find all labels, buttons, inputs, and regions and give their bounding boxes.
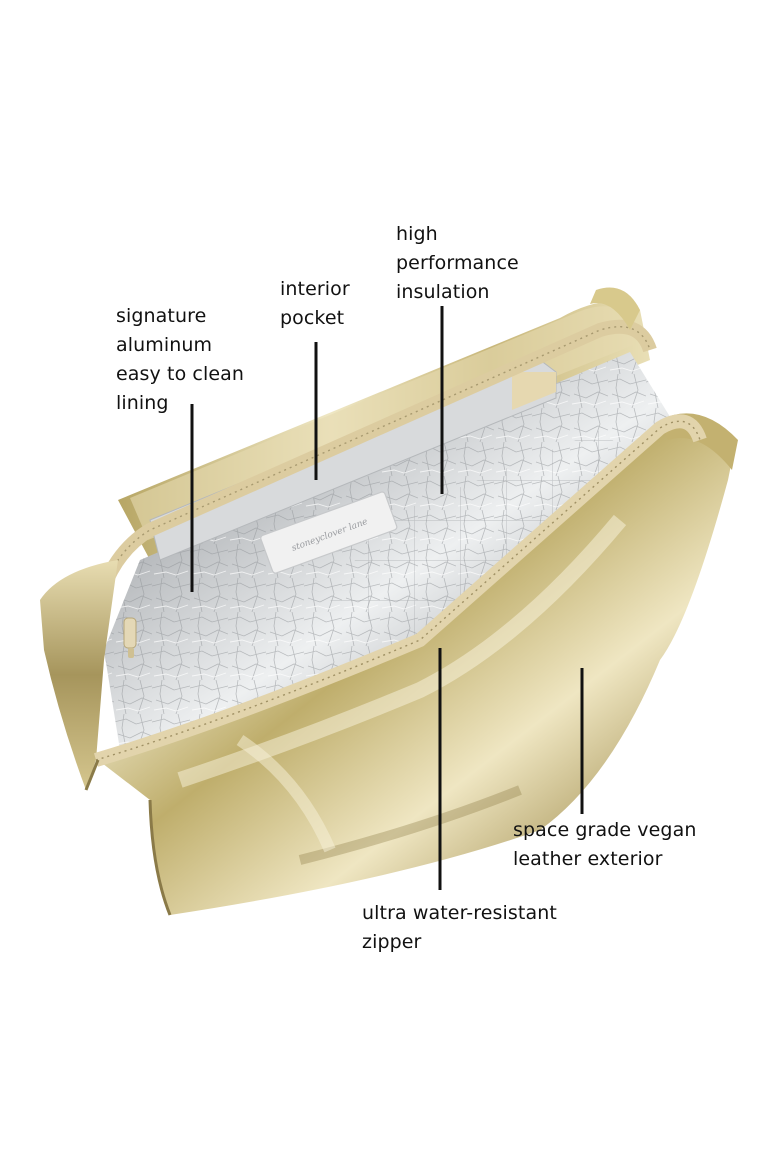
callout-label-pocket: interior pocket	[280, 275, 350, 333]
zipper-pull-icon	[123, 617, 137, 658]
callout-lining-line-3: easy to clean	[116, 363, 245, 385]
callout-insulation-line-3: insulation	[396, 281, 490, 303]
callout-lining-line-1: signature	[116, 305, 207, 327]
callout-exterior-line-2: leather exterior	[513, 848, 663, 870]
callout-pocket-line-2: pocket	[280, 307, 345, 329]
callout-label-insulation: high performance insulation	[396, 220, 519, 307]
callout-zipper-line-1: ultra water-resistant	[362, 902, 557, 924]
callout-exterior-line-1: space grade vegan	[513, 819, 697, 841]
bag-left-end	[40, 560, 118, 790]
callout-lining-line-2: aluminum	[116, 334, 213, 356]
callout-label-exterior: space grade vegan leather exterior	[513, 816, 696, 874]
callout-insulation-line-2: performance	[396, 252, 519, 274]
bag-front-panel	[98, 421, 735, 915]
callout-zipper-line-2: zipper	[362, 931, 422, 953]
callout-label-zipper: ultra water-resistant zipper	[362, 899, 557, 957]
callout-label-lining: signature aluminum easy to clean lining	[116, 302, 244, 418]
callout-insulation-line-1: high	[396, 223, 438, 245]
callout-pocket-line-1: interior	[280, 278, 350, 300]
bag-bottom-seam	[148, 799, 172, 916]
callout-lining-line-4: lining	[116, 392, 169, 414]
